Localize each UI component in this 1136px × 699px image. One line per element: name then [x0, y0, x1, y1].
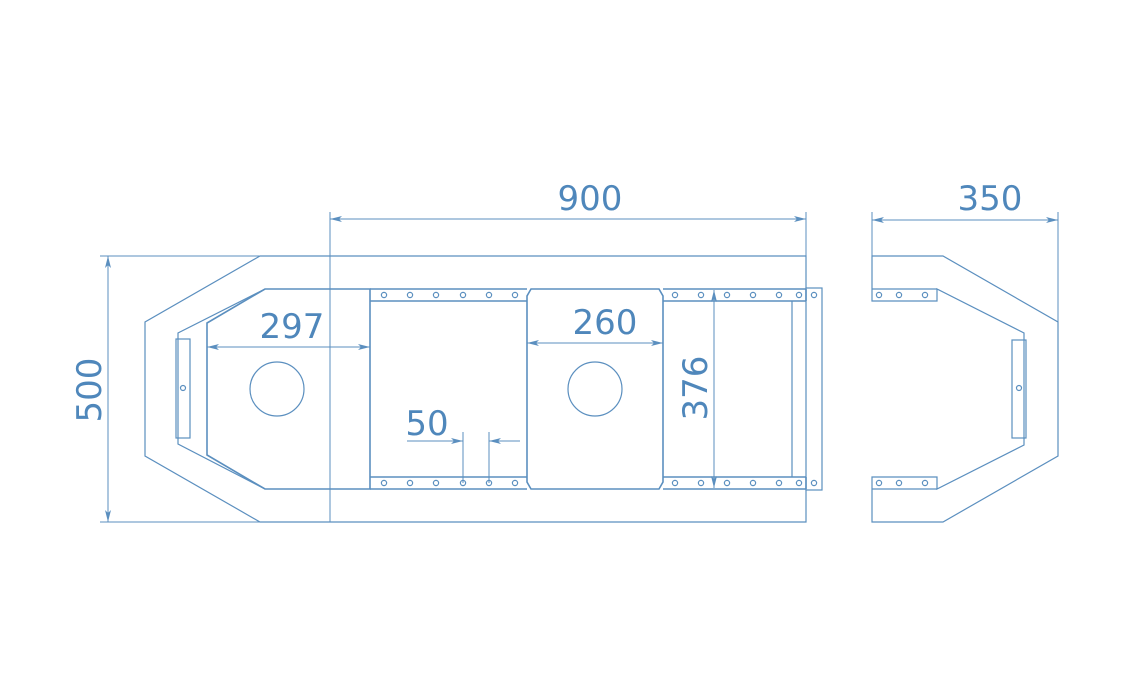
rear-plate-hole [567, 361, 623, 417]
dimension-label-hole-spacing: 50 [405, 404, 448, 444]
bolt-hole [511, 479, 519, 487]
bolt-hole [810, 479, 818, 487]
dimension-297: 297 [207, 307, 370, 350]
bolt-hole [795, 291, 803, 299]
front-bracket [175, 338, 191, 439]
bolt-hole [875, 291, 883, 299]
dimension-label-inner-width: 376 [676, 356, 716, 421]
front-plate-hole [249, 361, 305, 417]
bolt-hole [485, 291, 493, 299]
rail-holes [380, 291, 929, 487]
dimension-260: 260 [527, 303, 663, 346]
dimension-900: 900 [330, 179, 807, 256]
dimension-label-extension: 350 [958, 179, 1023, 219]
bolt-hole [810, 291, 818, 299]
dimension-50: 50 [405, 404, 520, 483]
bolt-hole [459, 291, 467, 299]
bolt-hole [895, 479, 903, 487]
extension-bracket [1011, 339, 1027, 439]
dimension-label-width: 500 [70, 358, 110, 423]
dimension-500: 500 [70, 255, 260, 523]
bolt-hole [723, 479, 731, 487]
bolt-hole [380, 479, 388, 487]
bottom-rail [370, 476, 807, 490]
bolt-hole [406, 479, 414, 487]
dimension-label-rear-plate: 260 [573, 303, 638, 343]
bolt-hole [895, 291, 903, 299]
bolt-hole [723, 291, 731, 299]
bolt-hole [671, 291, 679, 299]
bolt-hole [795, 479, 803, 487]
bolt-hole [406, 291, 414, 299]
rear-plate [526, 288, 664, 490]
bolt-hole [775, 291, 783, 299]
bolt-hole [749, 291, 757, 299]
bolt-hole [380, 291, 388, 299]
bolt-hole [749, 479, 757, 487]
top-rail [370, 288, 807, 302]
dimension-376: 376 [676, 290, 717, 488]
bolt-hole [671, 479, 679, 487]
bolt-hole [432, 291, 440, 299]
bolt-hole [921, 291, 929, 299]
bolt-hole [697, 291, 705, 299]
bolt-hole [875, 479, 883, 487]
extension-frame [871, 255, 1059, 523]
dimension-350: 350 [871, 179, 1059, 322]
main-frame [144, 212, 929, 523]
dimension-label-front-plate: 297 [260, 307, 325, 347]
bolt-hole [775, 479, 783, 487]
bolt-hole [921, 479, 929, 487]
dimension-label-length: 900 [558, 179, 623, 219]
bolt-hole [697, 479, 705, 487]
end-tab [805, 287, 823, 491]
bolt-hole [511, 291, 519, 299]
bolt-hole [432, 479, 440, 487]
